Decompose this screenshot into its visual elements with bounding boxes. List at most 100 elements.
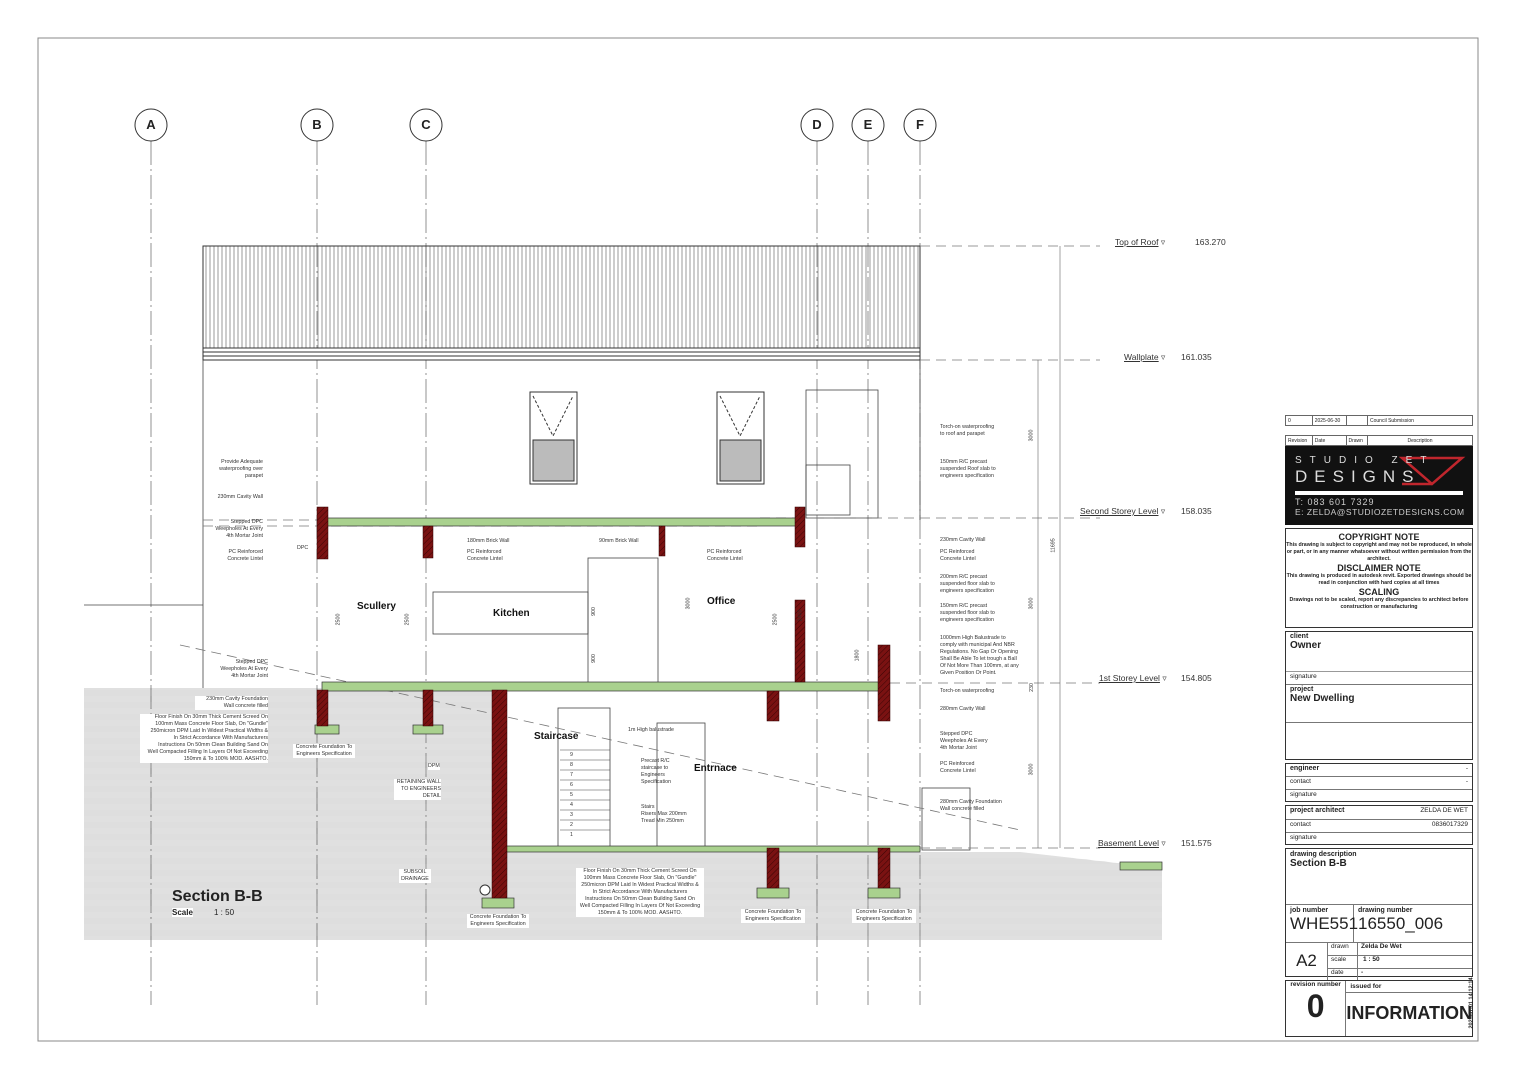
engineer-box: engineer- contact- signature [1285, 763, 1473, 802]
stair-step-numbers: 9 8 7 6 5 4 3 2 1 [570, 752, 573, 838]
level-wallplate: Wallplate ▿161.035 [1124, 352, 1212, 362]
annotation-lintel: PC Reinforced Concrete Lintel [227, 549, 263, 562]
client-value: Owner [1290, 640, 1322, 651]
annotation-stepped-dpc: Stepped DPC Weepholes At Every 4th Morta… [220, 659, 268, 679]
annotation-cavity-foundation: 280mm Cavity Foundation Wall concrete fi… [940, 799, 1002, 812]
annotation-lintel: PC Reinforced Concrete Lintel [467, 549, 503, 562]
subsoil-drain-pipe [479, 884, 491, 896]
revision-number: 0 [1306, 988, 1325, 1024]
level-second-storey: Second Storey Level ▿158.035 [1080, 506, 1212, 516]
dimension-text: 900 [590, 607, 597, 616]
annotation-balustrade: 1m High balustrade [628, 727, 674, 733]
annotation-roof-slab: 150mm R/C precast suspended Roof slab to… [940, 459, 996, 479]
grid-label-f: F [916, 117, 924, 132]
annotation-floor-finish: Floor Finish On 30mm Thick Cement Screed… [576, 868, 704, 917]
level-value: 154.805 [1181, 673, 1212, 683]
annotation-torch-on-roof: Torch-on waterproofing to roof and parap… [940, 424, 995, 437]
annotation-lintel: PC Reinforced Concrete Lintel [707, 549, 743, 562]
annotation-concrete-foundation: Concrete Foundation To Engineers Specifi… [293, 744, 355, 758]
sheet-border [37, 37, 1479, 1042]
drawing-description: Section B-B [1290, 858, 1347, 869]
annotation-concrete-foundation: Concrete Foundation To Engineers Specifi… [852, 909, 916, 923]
brick-walls [316, 506, 891, 899]
issued-for: INFORMATION [1346, 1003, 1472, 1023]
annotation-stepped-dpc: Stepped DPC Weepholes At Every 4th Morta… [940, 731, 988, 751]
grid-label-a: A [146, 117, 156, 132]
dimension-text: 3000 [1028, 597, 1035, 610]
annotation-torch-on: Torch-on waterproofing [940, 688, 995, 694]
level-name: Second Storey Level [1080, 506, 1159, 516]
annotation-stepped-dpc: Stepped DPC Weepholes At Every 4th Morta… [215, 519, 263, 539]
logo-phone: T: 083 601 7329 [1295, 497, 1375, 507]
note-title: COPYRIGHT NOTE [1338, 532, 1420, 542]
annotation-stairs: Stairs Risers Max 200mm Tread Min 250mm [641, 804, 687, 824]
note-body: This drawing is subject to copyright and… [1286, 542, 1472, 562]
level-basement: Basement Level ▿151.575 [1098, 838, 1212, 848]
dimension-text: 2500 [335, 613, 342, 626]
project-value: New Dwelling [1290, 693, 1355, 704]
dimension-text: 3000 [1028, 763, 1035, 776]
annotation-floor-finish: Floor Finish On 30mm Thick Cement Screed… [140, 714, 268, 763]
window [716, 391, 765, 485]
logo-designs: DESIGNS [1295, 467, 1421, 486]
grid-label-c: C [421, 117, 431, 132]
note-body: Drawings not to be scaled, report any di… [1289, 597, 1469, 610]
annotation-slab-200: 200mm R/C precast suspended floor slab t… [940, 574, 995, 594]
level-name: Basement Level [1098, 838, 1159, 848]
level-name: 1st Storey Level [1099, 673, 1160, 683]
window [529, 391, 578, 485]
annotation-dpc: DPC [297, 545, 309, 551]
room-label-office: Office [707, 596, 736, 607]
annotation-slab-150: 150mm R/C precast suspended floor slab t… [940, 603, 995, 623]
note-title: DISCLAIMER NOTE [1337, 563, 1421, 573]
annotation-cavity-foundation: 230mm Cavity Foundation Wall concrete fi… [195, 696, 268, 710]
note-body: This drawing is produced in autodesk rev… [1286, 573, 1472, 586]
dimension-text: 3000 [1028, 429, 1035, 442]
dimension-text: 230 [1028, 683, 1035, 692]
dimension-text: 900 [590, 654, 597, 663]
section-title: Section B-B [172, 888, 263, 905]
level-value: 161.035 [1181, 352, 1212, 362]
level-value: 163.270 [1195, 237, 1226, 247]
grid-label-d: D [812, 117, 822, 132]
annotation-brick-wall-180: 180mm Brick Wall [467, 538, 510, 544]
logo-studio-zet: STUDIO ZET [1295, 455, 1435, 466]
level-name: Top of Roof [1115, 237, 1159, 247]
section-scale-label: Scale [172, 908, 193, 917]
note-title: SCALING [1358, 587, 1400, 597]
room-label-staircase: Staircase [534, 731, 579, 742]
annotation-dpm: DPM [428, 763, 440, 770]
room-label-scullery: Scullery [357, 601, 396, 612]
plot-timestamp: 2025/07/01 14:12:14 [1468, 977, 1475, 1029]
dimension-text: 2500 [772, 613, 779, 626]
level-top-of-roof: Top of Roof ▿163.270 [1115, 237, 1226, 247]
sheet-size: A2 [1286, 943, 1328, 981]
level-name: Wallplate [1124, 352, 1159, 362]
dimension-text: 3000 [685, 597, 692, 610]
annotation-subsoil-drainage: SUBSOIL DRAINAGE [399, 869, 431, 883]
section-scale: 1 : 50 [214, 908, 235, 917]
level-1st-storey: 1st Storey Level ▿154.805 [1099, 673, 1212, 683]
logo-email: E: ZELDA@STUDIOZETDESIGNS.COM [1295, 507, 1465, 517]
annotation-parapet: Provide Adequate waterproofing over para… [219, 459, 263, 479]
annotation-retaining-wall: RETAINING WALL TO ENGINEERS DETAIL [394, 779, 441, 800]
annotation-brick-wall-90: 90mm Brick Wall [599, 538, 639, 544]
level-value: 151.575 [1181, 838, 1212, 848]
annotation-balustrade-regulation: 1000mm High Balustrade to comply with mu… [940, 635, 1019, 676]
annotation-concrete-foundation: Concrete Foundation To Engineers Specifi… [741, 909, 805, 923]
dimension-text: 2500 [404, 613, 411, 626]
dimension-text: 1800 [854, 649, 861, 662]
dimension-text: 11695 [1050, 538, 1057, 553]
room-label-entrance: Entrnace [694, 763, 737, 774]
annotation-cavity-wall-280: 280mm Cavity Wall [940, 706, 986, 712]
notes-box: COPYRIGHT NOTE This drawing is subject t… [1285, 528, 1473, 628]
annotation-cavity-wall: 230mm Cavity Wall [940, 537, 986, 543]
level-value: 158.035 [1181, 506, 1212, 516]
annotation-cavity-wall: 230mm Cavity Wall [217, 494, 263, 500]
